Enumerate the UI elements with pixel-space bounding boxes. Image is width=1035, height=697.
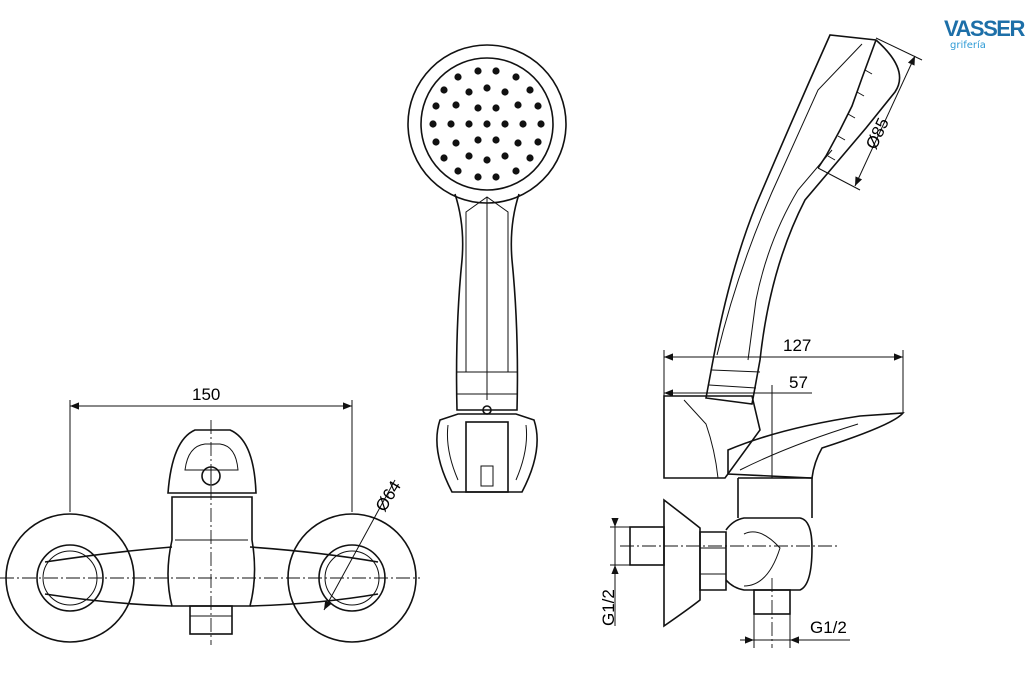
side-lever <box>727 412 905 479</box>
dim-flange-diameter: Ø64 <box>372 478 405 515</box>
mixer-lever <box>167 429 257 494</box>
dim-thread-horizontal: G1/2 <box>810 618 847 637</box>
side-body <box>725 517 813 591</box>
brand-logo: VASSER grifería <box>944 18 1034 58</box>
handshower-handle <box>454 193 520 411</box>
side-holder <box>663 395 761 479</box>
left-flange-inner <box>36 544 104 612</box>
dim-front-width: 150 <box>192 385 220 404</box>
dim-side-depth: 127 <box>783 336 811 355</box>
dim-handshower-diameter: Ø85 <box>862 115 893 152</box>
handshower-head-inner <box>420 57 554 191</box>
side-wall-flange <box>663 498 701 628</box>
side-handshower <box>705 34 901 405</box>
handshower-view <box>407 44 567 493</box>
brand-name: VASSER <box>944 16 1025 41</box>
dim-flange-diameter-line <box>323 479 396 611</box>
mixer-center-body <box>167 496 256 607</box>
side-view: Ø85 127 57 G1/2 G1/2 <box>599 34 923 648</box>
dim-thread-vertical: G1/2 <box>599 589 618 626</box>
spray-holes <box>429 67 545 181</box>
front-view: 150 Ø64 <box>0 385 420 645</box>
mixer-body-arm-right <box>249 546 379 607</box>
dim-side-offset: 57 <box>789 373 808 392</box>
mixer-body-arm-left <box>44 546 173 607</box>
handshower-holder <box>436 413 538 493</box>
brand-tagline: grifería <box>950 40 986 51</box>
dim-handshower-diameter-line <box>854 55 916 187</box>
